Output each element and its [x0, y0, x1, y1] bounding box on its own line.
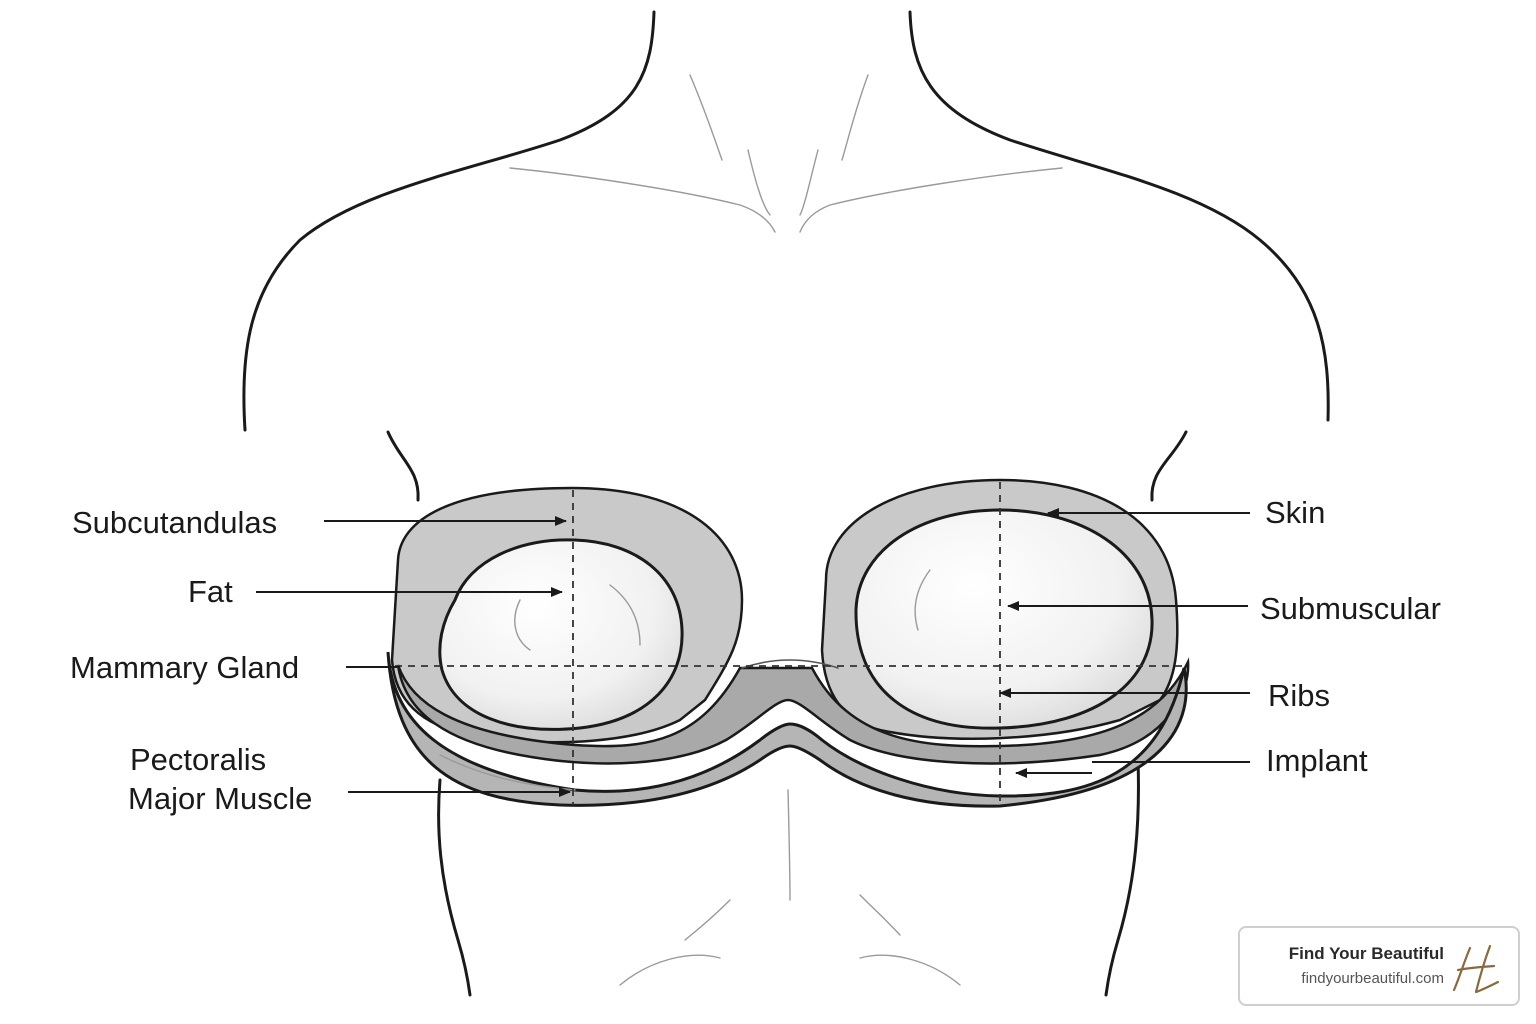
rib-band	[386, 651, 1188, 808]
label-fat: Fat	[188, 574, 233, 609]
abdomen-lines	[619, 789, 961, 986]
left-breast-section	[390, 486, 744, 744]
label-skin: Skin	[1265, 495, 1325, 530]
label-mammary-gland: Mammary Gland	[70, 650, 299, 685]
brand-url: findyourbeautiful.com	[1301, 970, 1444, 987]
label-subcutandulas: Subcutandulas	[72, 505, 277, 540]
right-breast-section	[820, 478, 1179, 740]
leader-lines	[256, 508, 1250, 797]
muscle-and-rib-bands	[386, 651, 1190, 808]
label-ribs: Ribs	[1268, 678, 1330, 713]
reference-lines	[395, 482, 1188, 806]
neck-clavicle-lines	[509, 74, 1063, 233]
torso-outline	[242, 10, 1330, 997]
right-implant	[854, 508, 1154, 730]
left-implant	[438, 538, 684, 731]
label-submuscular: Submuscular	[1260, 591, 1441, 626]
label-pectoralis-line1: Pectoralis	[130, 742, 266, 777]
brand-name: Find Your Beautiful	[1288, 944, 1444, 963]
brand-badge: Find Your Beautiful findyourbeautiful.co…	[1238, 926, 1520, 1006]
pectoralis-band	[396, 657, 1190, 765]
brand-logo-icon	[1452, 944, 1500, 994]
label-implant: Implant	[1266, 743, 1368, 778]
label-pectoralis-line2: Major Muscle	[128, 781, 312, 816]
text-labels: Subcutandulas Fat Mammary Gland Pectoral…	[70, 495, 1441, 816]
